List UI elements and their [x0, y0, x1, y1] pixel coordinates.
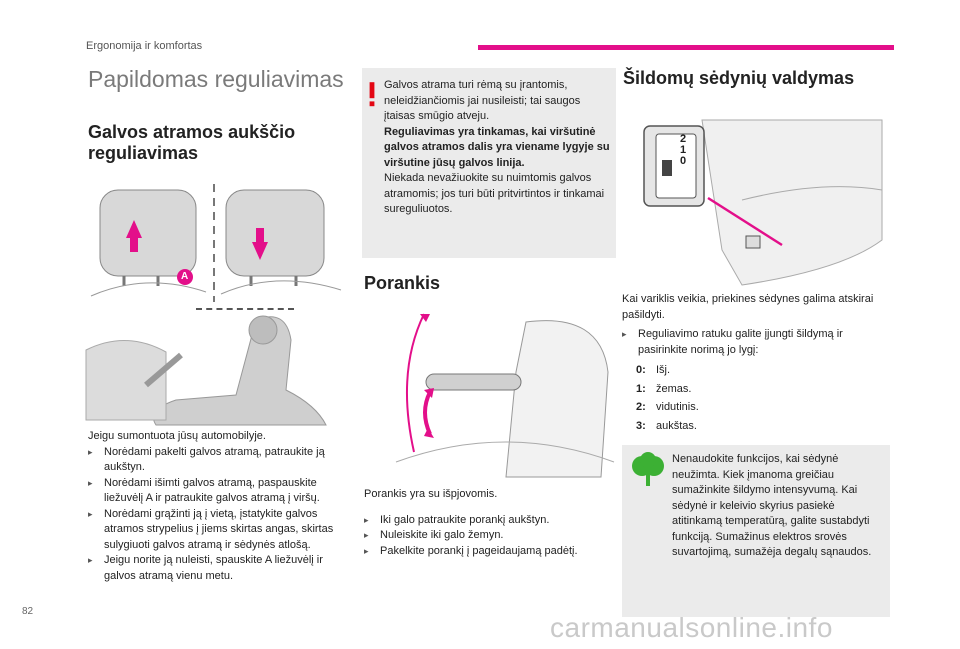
bullet-icon: ▸: [622, 329, 627, 339]
heated-seats-section-title: Šildomų sėdynių valdymas: [623, 68, 855, 88]
eco-leaf-icon: [632, 452, 664, 486]
dial-label: 2: [679, 133, 687, 145]
list-item: 2:vidutinis.: [636, 401, 699, 413]
list-item: ▸Norėdami išimti galvos atramą, paspausk…: [88, 476, 320, 505]
list-item: ▸Jeigu norite ją nuleisti, spauskite A l…: [88, 554, 323, 582]
warning-bold: Reguliavimas yra tinkamas, kai viršutinė…: [384, 125, 610, 169]
watermark: carmanualsonline.info: [550, 612, 833, 643]
page-title: Papildomas reguliavimas: [88, 66, 344, 92]
list-item: ▸Iki galo patraukite porankį aukštyn.: [364, 513, 614, 529]
page-number: 82: [22, 606, 34, 617]
headrest-illustration: [85, 184, 342, 426]
warning-box: [362, 68, 616, 258]
bullet-icon: ▸: [364, 530, 369, 540]
divider-dashed: [196, 308, 294, 310]
list-item: ▸Pakelkite porankį į pageidaujamą padėtį…: [364, 544, 614, 560]
list-item: ▸Reguliavimo ratuku galite įjungti šildy…: [622, 328, 843, 356]
warning-line-1: Galvos atrama turi rėmą su įrantomis, ne…: [384, 79, 581, 122]
heated-intro: Kai variklis veikia, priekines sėdynes g…: [622, 293, 874, 321]
headrest-section-title: Galvos atramos aukščio reguliavimas: [88, 122, 296, 163]
callout-a-label: A: [181, 271, 189, 282]
dial-labels: 2 1 0: [677, 134, 689, 167]
list-item: 0:Išj.: [636, 364, 671, 376]
armrest-section-title: Porankis: [364, 273, 441, 293]
warning-text: Galvos atrama turi rėmą su įrantomis, ne…: [384, 78, 612, 218]
section-label: Ergonomija ir komfortas: [86, 40, 203, 52]
heated-text: Kai variklis veikia, priekines sėdynes g…: [622, 292, 882, 358]
heated-seat-illustration: [643, 119, 883, 286]
bullet-icon: ▸: [88, 446, 93, 457]
armrest-intro: Porankis yra su išpjovomis.: [364, 488, 498, 500]
heat-level-list: 0:Išj. 1:žemas. 2:vidutinis. 3:aukštas.: [636, 363, 876, 437]
dial-label: 0: [679, 155, 687, 167]
eco-tip-box: [622, 445, 890, 617]
headrest-intro: Jeigu sumontuota jūsų automobilyje.: [88, 430, 266, 442]
bullet-icon: ▸: [88, 555, 93, 565]
exclamation-warning-icon: [369, 82, 375, 107]
armrest-text: Porankis yra su išpjovomis. ▸Iki galo pa…: [364, 487, 614, 559]
header-accent-bar: [478, 45, 894, 50]
list-item: ▸Norėdami pakelti galvos atramą, patrauk…: [88, 445, 325, 474]
bullet-icon: ▸: [88, 477, 93, 488]
bullet-icon: ▸: [364, 545, 369, 556]
warning-line-2: Niekada nevažiuokite su nuimtomis galvos…: [384, 172, 605, 215]
list-item: ▸Norėdami grąžinti ją į vietą, įstatykit…: [88, 507, 334, 551]
dial-label: 1: [679, 144, 687, 156]
armrest-illustration: [395, 313, 615, 478]
headrest-text: Jeigu sumontuota jūsų automobilyje. ▸Nor…: [88, 429, 348, 584]
list-item: ▸Nuleiskite iki galo žemyn.: [364, 528, 614, 544]
bullet-icon: ▸: [364, 514, 369, 525]
bullet-icon: ▸: [88, 508, 93, 519]
list-item: 1:žemas.: [636, 382, 692, 395]
eco-tip-text: Nenaudokite funkcijos, kai sėdynė neužim…: [672, 453, 872, 558]
list-item: 3:aukštas.: [636, 419, 697, 432]
